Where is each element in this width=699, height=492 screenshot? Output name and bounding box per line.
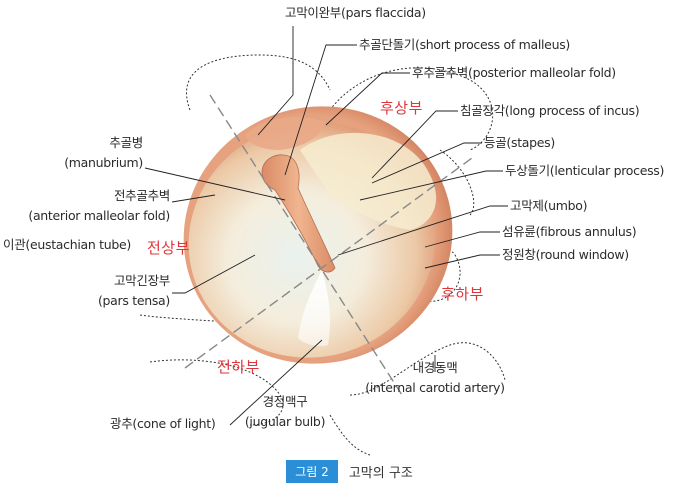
label-anterior-fold-ko: 전추골추벽 bbox=[113, 188, 170, 203]
leader-manubrium bbox=[144, 167, 286, 201]
carotid-outline bbox=[349, 342, 506, 396]
leader-posterior-fold bbox=[325, 72, 410, 126]
leader-fibrous-annulus bbox=[424, 231, 500, 248]
label-jugular-en: (jugular bulb) bbox=[244, 414, 326, 429]
label-pars-tensa-ko: 고막긴장부 bbox=[113, 273, 170, 288]
label-pars-flaccida: 고막이완부(pars flaccida) bbox=[285, 5, 426, 20]
leader-umbo bbox=[337, 205, 508, 256]
label-manubrium-ko: 추골병 bbox=[109, 135, 143, 150]
label-round-window: 정원창(round window) bbox=[502, 247, 629, 262]
label-pars-tensa-en: (pars tensa) bbox=[97, 293, 170, 308]
leader-long-process bbox=[371, 110, 458, 179]
leader-pars-tensa bbox=[172, 254, 256, 294]
attic-outline bbox=[186, 54, 331, 111]
pars-flaccida-region bbox=[245, 117, 325, 150]
leader-round-window bbox=[424, 254, 500, 269]
label-jugular-ko: 경정맥구 bbox=[262, 394, 308, 409]
quadrant-anterior-superior: 전상부 bbox=[147, 239, 190, 257]
label-umbo: 고막제(umbo) bbox=[510, 198, 588, 213]
label-lenticular: 두상돌기(lenticular process) bbox=[505, 163, 665, 178]
quadrant-posterior-inferior: 후하부 bbox=[441, 285, 484, 303]
label-fibrous-annulus: 섬유륜(fibrous annulus) bbox=[502, 224, 637, 239]
label-eustachian: 이관(eustachian tube) bbox=[3, 237, 132, 252]
label-carotid-ko: 내경동맥 bbox=[412, 360, 458, 375]
posterior-superior-zone bbox=[300, 132, 437, 230]
quadrant-anterior-inferior: 전하부 bbox=[217, 358, 260, 376]
leader-pars-flaccida bbox=[257, 26, 294, 136]
manubrium-malleus bbox=[261, 154, 336, 273]
label-short-process: 추골단돌기(short process of malleus) bbox=[359, 37, 570, 52]
leader-short-process bbox=[284, 44, 357, 176]
label-posterior-fold: 후추골추벽(posterior malleolar fold) bbox=[412, 65, 616, 80]
label-stapes: 등골(stapes) bbox=[484, 135, 555, 150]
label-manubrium-en: (manubrium) bbox=[64, 155, 143, 170]
quadrant-posterior-superior: 후상부 bbox=[380, 99, 423, 117]
leader-cone-of-light bbox=[229, 339, 323, 426]
leader-anterior-fold bbox=[171, 194, 216, 203]
leader-lenticular bbox=[359, 170, 503, 201]
cone-of-light-shape bbox=[298, 270, 330, 347]
jugular-outline bbox=[149, 359, 284, 426]
label-long-process-incus: 침골장각(long process of incus) bbox=[460, 103, 640, 118]
label-carotid-en: (internal carotid artery) bbox=[365, 380, 505, 395]
label-cone-of-light: 광추(cone of light) bbox=[110, 416, 216, 431]
leader-lines bbox=[144, 26, 508, 426]
leader-stapes bbox=[371, 142, 482, 184]
figure-title: 고막의 구조 bbox=[348, 466, 413, 481]
figure-caption: 그림 2 고막의 구조 bbox=[0, 460, 699, 484]
figure-number-badge: 그림 2 bbox=[286, 460, 338, 483]
label-anterior-fold-en: (anterior malleolar fold) bbox=[28, 208, 170, 223]
